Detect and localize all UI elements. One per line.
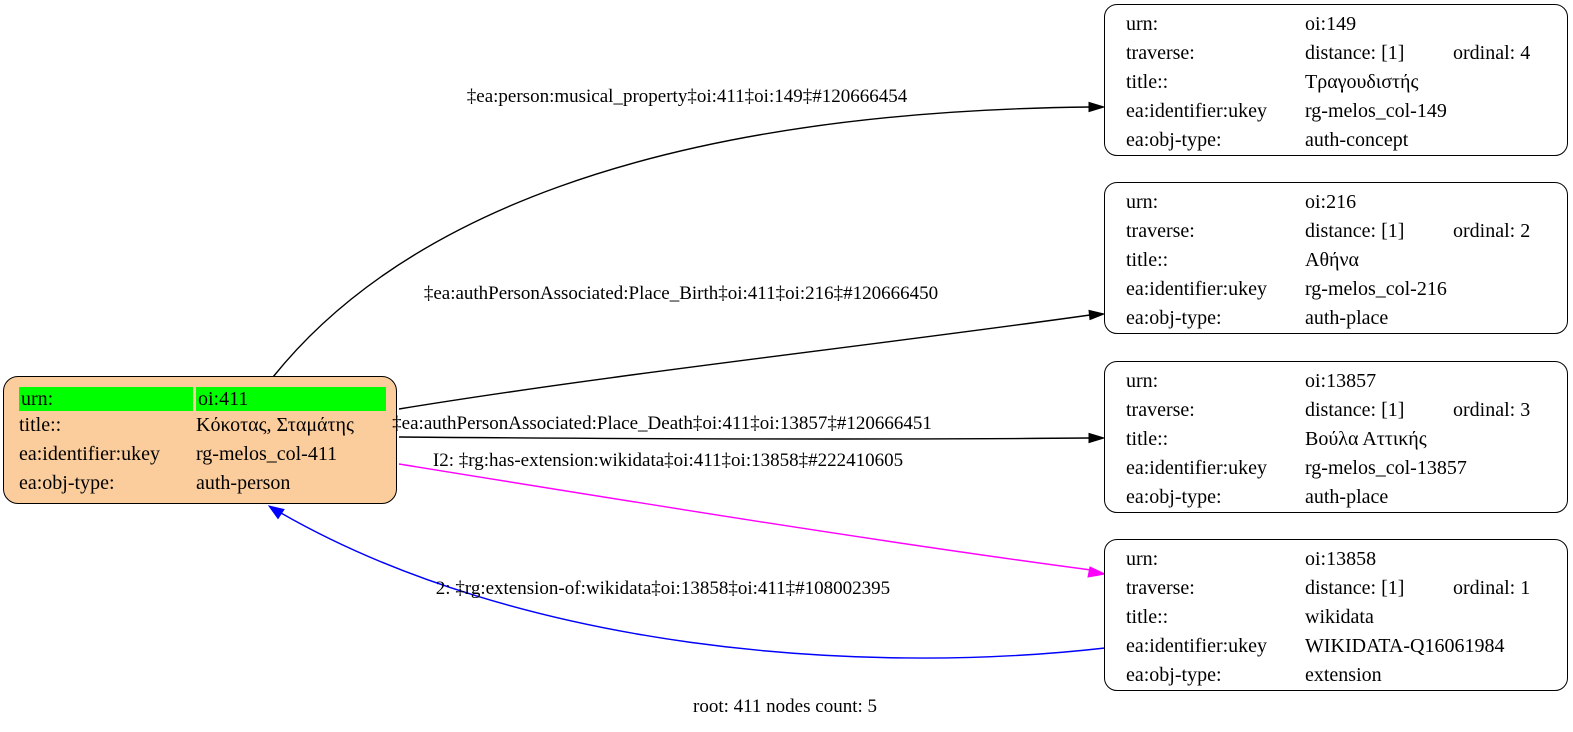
- ordinal-value: ordinal: 4: [1453, 42, 1531, 64]
- root-node-table: urn: oi:411 title:: Κόκοτας, Σταμάτης ea…: [4, 377, 396, 498]
- edge-label-place-death: ‡ea:authPersonAssociated:Place_Death‡oi:…: [392, 413, 932, 434]
- title-label: title::: [1126, 606, 1169, 628]
- distance-value: distance: [1]: [1305, 577, 1405, 599]
- traverse-value: distance: [1] ordinal: 4: [1305, 39, 1557, 68]
- title-label: title::: [1126, 249, 1169, 271]
- identifier-value: rg-melos_col-216: [1305, 278, 1447, 300]
- arrowhead-has-extension: [1087, 566, 1107, 578]
- edge-musical-property: [272, 106, 1091, 378]
- edge-label-musical-property: ‡ea:person:musical_property‡oi:411‡oi:14…: [466, 86, 908, 107]
- urn-value: oi:13858: [1305, 548, 1377, 570]
- arrowhead-extension-of: [267, 505, 285, 520]
- root-identifier-label: ea:identifier:ukey: [19, 443, 161, 465]
- urn-label: urn:: [1126, 548, 1159, 570]
- edge-label-extension-of: 2: ‡rg:extension-of:wikidata‡oi:13858‡oi…: [435, 578, 891, 599]
- traverse-value: distance: [1] ordinal: 1: [1305, 574, 1557, 603]
- node-table: urn: oi:149 traverse: distance: [1] ordin…: [1105, 5, 1567, 155]
- root-objtype-label: ea:obj-type:: [19, 472, 115, 494]
- node-oi-149[interactable]: urn: oi:149 traverse: distance: [1] ordin…: [1104, 4, 1568, 156]
- edge-place-birth: [398, 314, 1091, 410]
- title-value: wikidata: [1305, 606, 1374, 628]
- node-oi-13857[interactable]: urn: oi:13857 traverse: distance: [1] ord…: [1104, 361, 1568, 513]
- objtype-label: ea:obj-type:: [1126, 664, 1222, 686]
- distance-value: distance: [1]: [1305, 42, 1405, 64]
- distance-value: distance: [1]: [1305, 220, 1405, 242]
- traverse-label: traverse:: [1126, 42, 1195, 64]
- urn-label: urn:: [1126, 370, 1159, 392]
- urn-label: urn:: [1126, 13, 1159, 35]
- ordinal-value: ordinal: 2: [1453, 220, 1531, 242]
- title-value: Αθήνα: [1305, 249, 1360, 271]
- objtype-value: auth-place: [1305, 486, 1389, 508]
- node-table: urn: oi:13858 traverse: distance: [1] ord…: [1105, 540, 1567, 690]
- node-table: urn: oi:216 traverse: distance: [1] ordin…: [1105, 183, 1567, 333]
- edge-place-death: [398, 436, 1091, 440]
- edge-label-has-extension: I2: ‡rg:has-extension:wikidata‡oi:411‡oi…: [432, 450, 904, 471]
- title-value: Τραγουδιστής: [1305, 71, 1419, 93]
- identifier-label: ea:identifier:ukey: [1126, 457, 1268, 479]
- edge-label-place-birth: ‡ea:authPersonAssociated:Place_Birth‡oi:…: [423, 283, 939, 304]
- distance-value: distance: [1]: [1305, 399, 1405, 421]
- traverse-label: traverse:: [1126, 220, 1195, 242]
- identifier-label: ea:identifier:ukey: [1126, 278, 1268, 300]
- edge-extension-of: [280, 512, 1106, 659]
- traverse-value: distance: [1] ordinal: 2: [1305, 217, 1557, 246]
- identifier-value: rg-melos_col-13857: [1305, 457, 1467, 479]
- urn-label: urn:: [1126, 191, 1159, 213]
- traverse-label: traverse:: [1126, 399, 1195, 421]
- root-node-oi-411[interactable]: urn: oi:411 title:: Κόκοτας, Σταμάτης ea…: [3, 376, 397, 504]
- identifier-label: ea:identifier:ukey: [1126, 635, 1268, 657]
- title-label: title::: [1126, 428, 1169, 450]
- ordinal-value: ordinal: 1: [1453, 577, 1531, 599]
- arrowhead-place-birth: [1088, 309, 1106, 321]
- title-value: Βούλα Αττικής: [1305, 428, 1427, 450]
- identifier-label: ea:identifier:ukey: [1126, 100, 1268, 122]
- graph-caption: root: 411 nodes count: 5: [693, 696, 877, 717]
- root-urn-value: oi:411: [196, 387, 386, 411]
- identifier-value: rg-melos_col-149: [1305, 100, 1447, 122]
- title-label: title::: [1126, 71, 1169, 93]
- identifier-value: WIKIDATA-Q16061984: [1305, 635, 1505, 657]
- node-oi-13858[interactable]: urn: oi:13858 traverse: distance: [1] ord…: [1104, 539, 1568, 691]
- root-objtype-value: auth-person: [196, 472, 291, 494]
- edge-has-extension: [398, 463, 1092, 571]
- urn-value: oi:149: [1305, 13, 1357, 35]
- urn-value: oi:13857: [1305, 370, 1377, 392]
- objtype-label: ea:obj-type:: [1126, 307, 1222, 329]
- objtype-value: extension: [1305, 664, 1382, 686]
- node-table: urn: oi:13857 traverse: distance: [1] ord…: [1105, 362, 1567, 512]
- arrowhead-place-death: [1088, 432, 1106, 444]
- node-oi-216[interactable]: urn: oi:216 traverse: distance: [1] ordin…: [1104, 182, 1568, 334]
- traverse-value: distance: [1] ordinal: 3: [1305, 396, 1557, 425]
- objtype-label: ea:obj-type:: [1126, 486, 1222, 508]
- root-identifier-value: rg-melos_col-411: [196, 443, 338, 465]
- arrowhead-musical-property: [1088, 101, 1106, 113]
- urn-value: oi:216: [1305, 191, 1357, 213]
- traverse-label: traverse:: [1126, 577, 1195, 599]
- objtype-value: auth-place: [1305, 307, 1389, 329]
- root-title-value: Κόκοτας, Σταμάτης: [196, 414, 354, 436]
- root-urn-label: urn:: [19, 387, 193, 411]
- objtype-value: auth-concept: [1305, 129, 1409, 151]
- root-title-label: title::: [19, 414, 62, 436]
- objtype-label: ea:obj-type:: [1126, 129, 1222, 151]
- ordinal-value: ordinal: 3: [1453, 399, 1531, 421]
